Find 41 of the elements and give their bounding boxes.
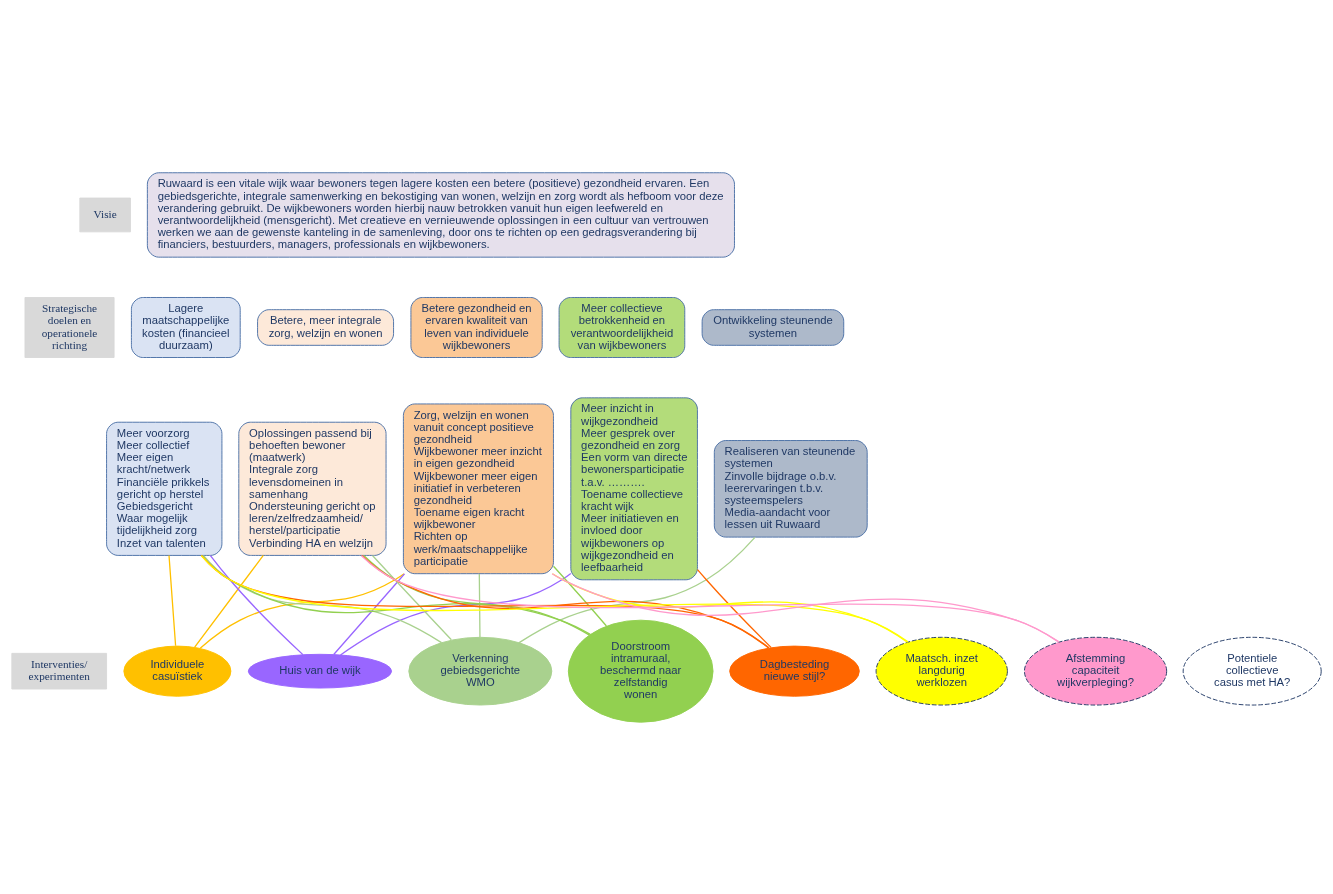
node-box: Meer inzicht in wijkgezondheid Meer gesprek over gezondheid en zorg Een vorm van directe bewonersparticipatie t.a.v. ………. Toename collectieve kracht wijk Meer initiatieven en invloed door wijkbewoners op wijkgezondheid en leefbaarheid <box>570 396 698 580</box>
connector <box>478 572 481 638</box>
node-ellipse: Huis van de wijk <box>247 653 393 689</box>
connector <box>371 554 452 640</box>
node-box: Zorg, welzijn en wonen vanuit concept positieve gezondheid Wijkbewoner meer inzicht in eigen gezondheid Wijkbewoner meer eigen initiatief in verbeteren gezondheid Toename eigen kracht wijkbewoner Richten op werk/maatschappelijke participatie <box>402 402 554 574</box>
connector <box>201 554 591 635</box>
connector <box>199 572 405 649</box>
node-box: Lagere maatschappelijke kosten (financieel duurzaam) <box>130 296 241 358</box>
connector <box>202 554 443 643</box>
node-ellipse: Individuele casuïstiek <box>123 645 232 697</box>
connector <box>363 554 591 636</box>
node-box: Oplossingen passend bij behoeften bewoner (maatwerk) Integrale zorg levensdomeinen in samenhang Ondersteuning gericht op leren/zelfredzaamheid/ herstel/participatie Verbinding HA en welzijn <box>238 421 387 556</box>
connector <box>551 572 1060 643</box>
node-ellipse: Doorstroom intramuraal, beschermd naar zelfstandig wonen <box>567 619 714 723</box>
node-box: Meer collectieve betrokkenheid en verantwoordelijkheid van wijkbewoners <box>558 296 686 358</box>
node-ellipse: Afstemming capaciteit wijkverpleging? <box>1024 636 1168 706</box>
connector <box>518 536 756 643</box>
connector <box>360 554 1060 643</box>
connector <box>209 554 304 655</box>
node-box: Visie <box>79 197 131 232</box>
node-box: Meer voorzorg Meer collectief Meer eigen kracht/netwerk Financiële prikkels gericht op herstel Gebiedsgericht Waar mogelijk tijdelijkheid zorg Inzet van talenten <box>106 421 223 556</box>
node-box: Ruwaard is een vitale wijk waar bewoners tegen lagere kosten een betere (positieve) gezondheid ervaren. Een gebiedsgerichte, integrale samenwerking en bekostiging van wonen, welzijn en zorg wordt als hefboom voor deze verandering gebruikt. De wijkbewoners worden hierbij nauw betrokken vanuit hun eigen leefwereld en verantwoordelijkheid (mensgericht). Met creatieve en vernieuwende oplossingen in een cultuur van vertrouwen werken we aan de gewenste kanteling in de samenleving, door ons te richten op een gedragsverandering bij financiers, bestuurders, managers, professionals en wijkbewoners. <box>146 171 735 258</box>
node-box: Betere gezondheid en ervaren kwaliteit van leven van individuele wijkbewoners <box>410 296 543 358</box>
node-ellipse: Maatsch. inzet langdurig werklozen <box>875 636 1008 706</box>
node-ellipse: Verkenning gebiedsgerichte WMO <box>408 636 553 706</box>
node-box: Betere, meer integrale zorg, welzijn en wonen <box>257 308 395 346</box>
node-ellipse: Dagbesteding nieuwe stijl? <box>729 645 860 697</box>
connector <box>696 568 772 648</box>
node-box: Ontwikkeling steunende systemen <box>701 308 845 346</box>
node-ellipse: Potentiele collectieve casus met HA? <box>1182 636 1322 706</box>
connector <box>200 554 909 643</box>
connector <box>333 572 406 655</box>
node-box: Interventies/ experimenten <box>11 652 108 689</box>
connector <box>194 554 264 648</box>
node-box: Strategische doelen en operationele richting <box>24 296 115 358</box>
node-box: Realiseren van steunende systemen Zinvolle bijdrage o.b.v. leerervaringen t.b.v. systeemspelers Media-aandacht voor lessen uit Ruwaard <box>713 439 868 538</box>
connector <box>200 554 770 648</box>
connector <box>168 554 177 646</box>
connector <box>361 554 770 648</box>
connector <box>552 565 608 627</box>
connector <box>339 572 572 656</box>
